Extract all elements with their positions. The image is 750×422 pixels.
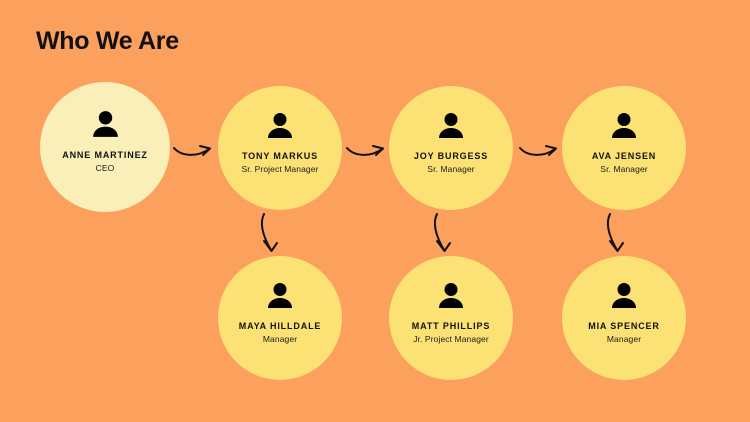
org-node-mia-spencer[interactable]: MIA SPENCER Manager (562, 256, 686, 380)
org-node-name: MIA SPENCER (588, 321, 660, 331)
person-icon (612, 283, 636, 308)
arrow-tony-to-maya (261, 213, 278, 252)
arrow-anne-to-tony (173, 145, 211, 156)
person-icon (268, 283, 292, 308)
person-icon (92, 111, 118, 137)
org-node-matt-phillips[interactable]: MATT PHILLIPS Jr. Project Manager (389, 256, 513, 380)
page-title: Who We Are (36, 27, 179, 55)
org-node-anne-martinez[interactable]: ANNE MARTINEZ CEO (40, 82, 170, 212)
org-node-name: JOY BURGESS (413, 151, 489, 161)
org-node-role: Manager (606, 334, 642, 345)
person-icon (612, 113, 636, 138)
org-node-role: Jr. Project Manager (413, 334, 489, 345)
org-node-name: AVA JENSEN (591, 151, 657, 161)
org-node-name: MATT PHILLIPS (411, 321, 491, 331)
org-node-name: MAYA HILLDALE (238, 321, 322, 331)
org-node-role: CEO (95, 163, 115, 174)
org-node-joy-burgess[interactable]: JOY BURGESS Sr. Manager (389, 86, 513, 210)
org-node-role: Sr. Project Manager (241, 164, 319, 175)
arrow-joy-to-matt (434, 213, 451, 252)
org-node-name: TONY MARKUS (241, 151, 319, 161)
arrow-tony-to-joy (346, 145, 384, 156)
org-node-role: Sr. Manager (427, 164, 475, 175)
org-node-name: ANNE MARTINEZ (62, 150, 148, 160)
person-icon (268, 113, 292, 138)
arrow-joy-to-ava (519, 145, 557, 156)
org-node-ava-jensen[interactable]: AVA JENSEN Sr. Manager (562, 86, 686, 210)
org-node-role: Manager (262, 334, 298, 345)
person-icon (439, 113, 463, 138)
org-node-maya-hilldale[interactable]: MAYA HILLDALE Manager (218, 256, 342, 380)
arrow-ava-to-mia (607, 213, 624, 252)
org-node-role: Sr. Manager (600, 164, 648, 175)
person-icon (439, 283, 463, 308)
org-node-tony-markus[interactable]: TONY MARKUS Sr. Project Manager (218, 86, 342, 210)
